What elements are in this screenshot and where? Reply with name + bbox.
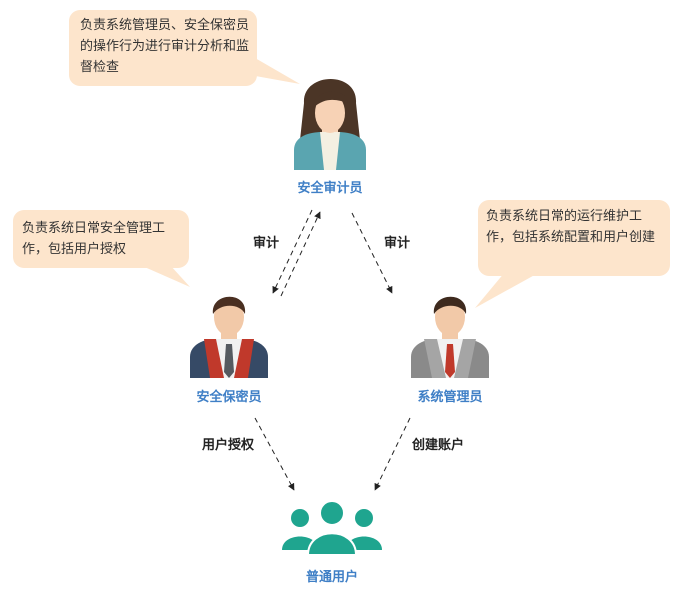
create-account-label: 创建账户 [412,438,465,453]
audit-left-label: 审计 [253,236,280,251]
security-officer-bubble [13,210,190,287]
audit-right-label: 审计 [384,236,411,251]
auditor-description: 负责系统管理员、安全保密员的操作行为进行审计分析和监督检查 [80,18,250,75]
security-officer-avatar-icon [190,296,268,378]
user-group-icon [282,500,382,556]
authorize-label: 用户授权 [202,438,255,453]
create-account-arrow [374,417,411,491]
audit-arrow-right [351,212,393,294]
auditor-bubble [69,10,300,86]
security-officer-label: 安全保密员 [196,390,262,405]
auditor-avatar-icon [294,78,366,170]
system-admin-label: 系统管理员 [417,390,483,405]
authorize-arrow [254,417,295,491]
system-admin-description: 负责系统日常的运行维护工作，包括系统配置和用户创建 [486,209,656,245]
auditor-label: 安全审计员 [297,181,363,196]
system-admin-avatar-icon [411,296,489,378]
system-admin-bubble [475,200,670,308]
users-label: 普通用户 [305,570,358,585]
audit-arrow-left-up [280,211,321,297]
audit-arrow-left-down [272,209,313,294]
security-officer-description: 负责系统日常安全管理工作，包括用户授权 [22,221,166,257]
